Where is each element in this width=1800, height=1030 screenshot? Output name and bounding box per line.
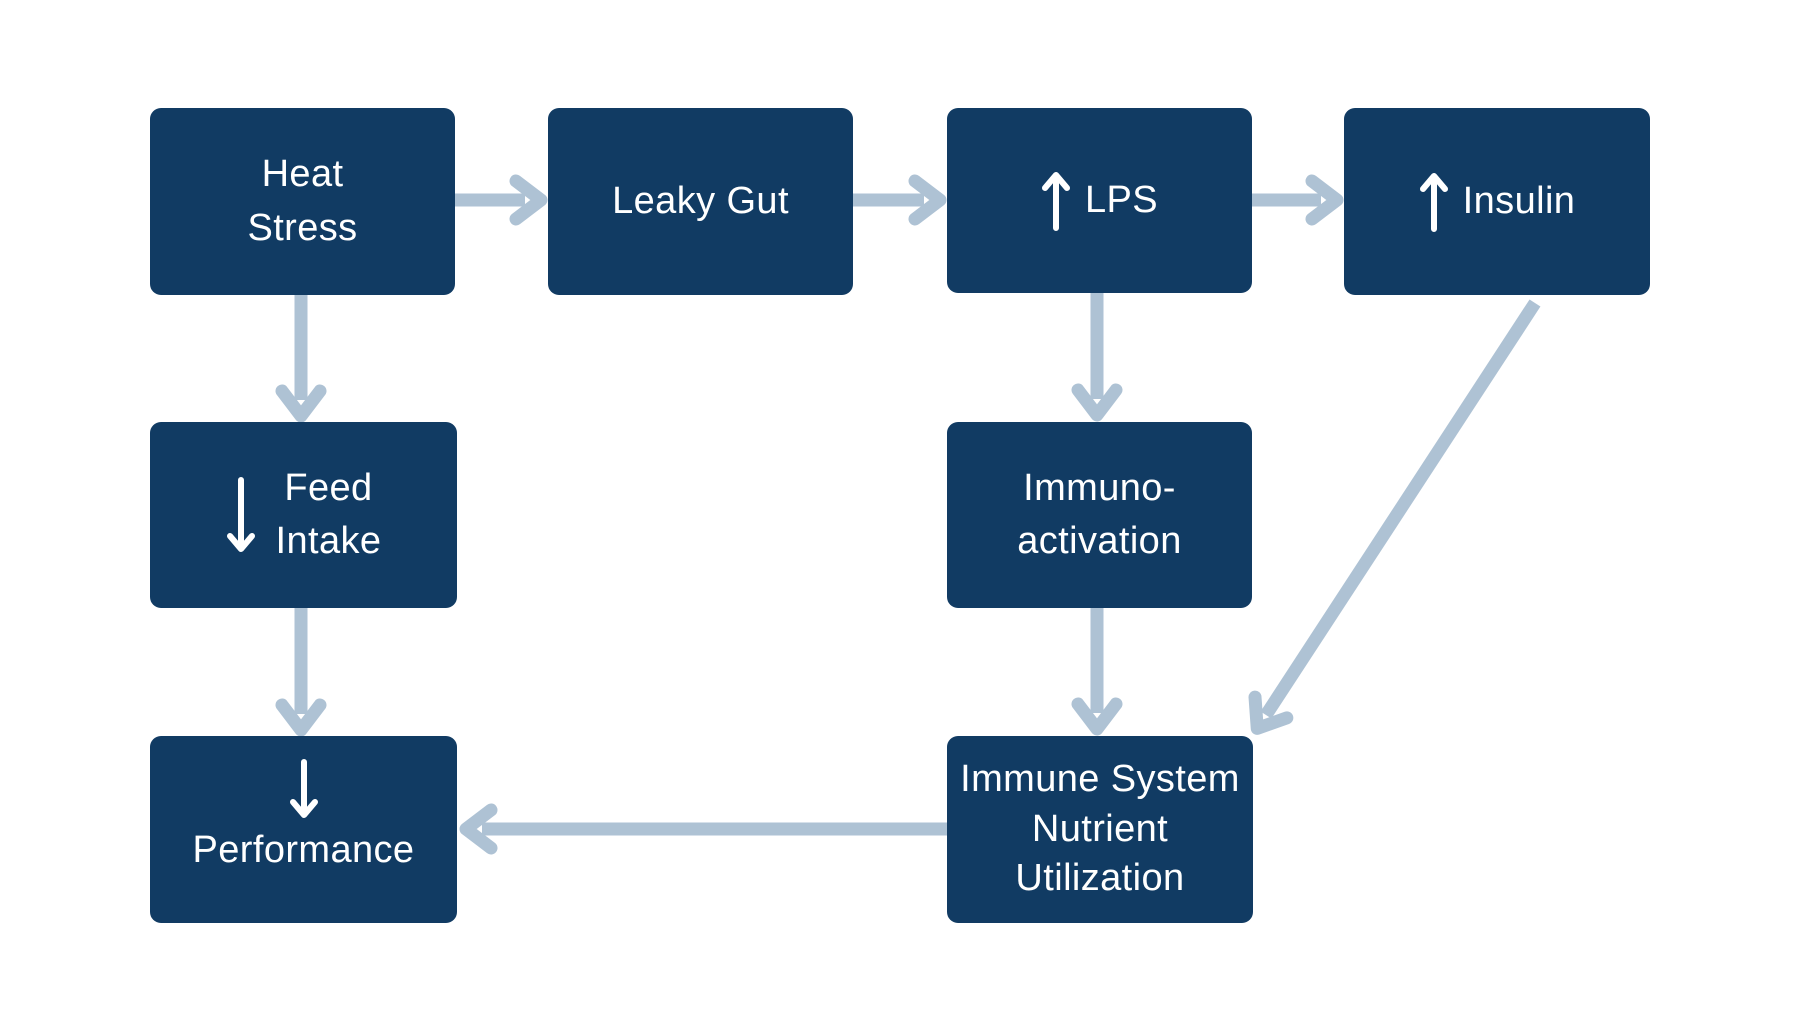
down-arrow-icon <box>226 477 255 552</box>
node-immune-system-line2: Nutrient <box>1031 807 1169 850</box>
edge-insulin-to-immune-system <box>1248 299 1541 735</box>
down-arrow-icon <box>289 758 318 818</box>
node-increased-insulin: Insulin <box>1344 108 1650 295</box>
node-heat-stress-line2: Stress <box>247 206 358 249</box>
node-decreased-performance: Performance <box>150 736 457 923</box>
node-immune-system-line3: Utilization <box>1015 857 1185 900</box>
up-arrow-icon <box>1419 172 1448 232</box>
node-immuno-activation: Immuno- activation <box>947 422 1252 608</box>
node-performance-label: Performance <box>192 828 415 871</box>
node-feed-intake-line1: Feed <box>284 466 373 509</box>
node-insulin-label: Insulin <box>1462 179 1576 222</box>
node-immuno-activation-line1: Immuno- <box>1023 466 1176 509</box>
node-immune-system-line1: Immune System <box>960 758 1240 801</box>
node-feed-intake-line2: Intake <box>275 520 382 562</box>
node-leaky-gut-label: Leaky Gut <box>612 179 789 222</box>
node-decreased-feed-intake: Feed Intake <box>150 422 457 608</box>
node-increased-lps: LPS <box>947 108 1252 293</box>
node-immuno-activation-line2: activation <box>1017 520 1182 562</box>
node-heat-stress: Heat Stress <box>150 108 455 295</box>
node-heat-stress-line1: Heat <box>261 153 344 196</box>
node-immune-system-nutrient-utilization: Immune System Nutrient Utilization <box>947 736 1253 923</box>
up-arrow-icon <box>1041 171 1070 231</box>
node-leaky-gut: Leaky Gut <box>548 108 853 295</box>
node-lps-label: LPS <box>1084 178 1159 221</box>
